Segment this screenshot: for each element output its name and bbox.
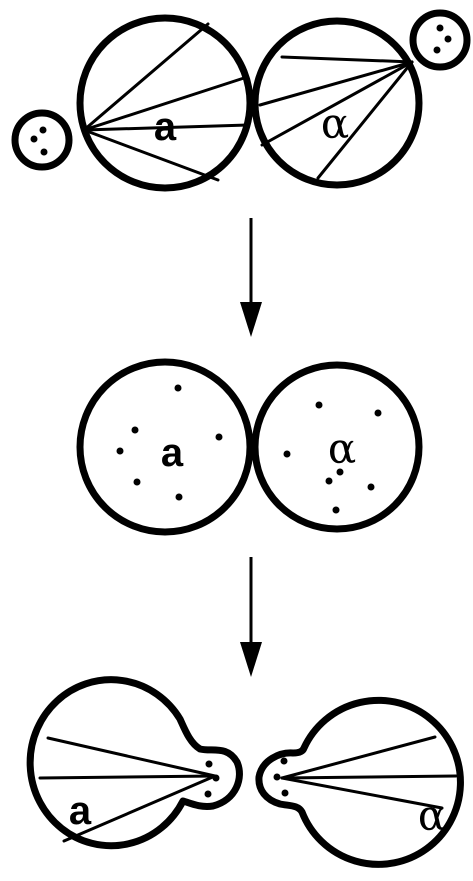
shmoo-dot: [273, 773, 281, 781]
cell-dot: [283, 450, 291, 458]
stage2-a-cell: a: [76, 358, 254, 536]
cell-dot: [116, 447, 124, 455]
cell-dot: [131, 426, 139, 434]
arrow-down-2: [240, 557, 262, 677]
stage1-label-a: a: [154, 105, 177, 149]
cell-dot: [175, 493, 183, 501]
shmoo-dot: [212, 774, 220, 782]
stage-2: a α: [76, 358, 423, 536]
shmoo-dot: [205, 760, 213, 768]
a-cell-fiber: [82, 128, 220, 182]
stage2-label-alpha: α: [328, 424, 356, 473]
cell-dot: [174, 384, 182, 392]
nucleus-outline: [11, 109, 73, 171]
alpha-cell-fiber: [316, 60, 414, 180]
stage1-label-alpha: α: [321, 99, 349, 148]
cell-dot: [325, 477, 333, 485]
a-cell-fiber: [82, 22, 210, 132]
cell-dot: [315, 401, 323, 409]
alpha-shmoo-outline: [255, 696, 464, 868]
stage3-label-alpha: α: [418, 791, 446, 840]
alpha-cell-fiber: [258, 60, 414, 107]
stage3-alpha-shmoo: α: [255, 696, 464, 868]
cell-dot: [133, 478, 141, 486]
nucleus-dot: [39, 126, 47, 134]
nucleus-dot: [444, 35, 452, 43]
stage1-alpha-nucleus: [409, 9, 471, 71]
stage2-alpha-cell: α: [251, 361, 423, 533]
alpha-cell-outline: [251, 361, 423, 533]
a-shmoo-fiber: [62, 774, 217, 843]
nucleus-outline: [409, 9, 471, 71]
a-cell-fiber: [82, 76, 246, 132]
alpha-shmoo-fiber: [280, 776, 444, 810]
cell-dot: [367, 483, 375, 491]
a-shmoo-fiber: [46, 736, 217, 778]
stage-3: a α: [26, 676, 464, 868]
cell-dot: [336, 468, 344, 476]
alpha-cell-fiber: [260, 60, 414, 147]
nucleus-dot: [40, 148, 48, 156]
stage3-a-shmoo: a: [26, 676, 243, 850]
stage3-label-a: a: [69, 789, 92, 833]
a-cell-outline: [76, 358, 254, 536]
cell-dot: [215, 433, 223, 441]
a-shmoo-fiber: [38, 774, 217, 780]
stage2-label-a: a: [161, 431, 184, 475]
alpha-shmoo-fiber: [280, 774, 458, 780]
stage1-a-nucleus: [11, 109, 73, 171]
alpha-cell-fiber: [280, 55, 414, 64]
arrow-down-1: [240, 218, 262, 337]
stage1-alpha-cell: α: [251, 17, 423, 189]
a-cell-fiber: [82, 123, 250, 132]
nucleus-dot: [436, 24, 444, 32]
cell-dot: [332, 506, 340, 514]
nucleus-dot: [433, 46, 441, 54]
a-shmoo-outline: [26, 676, 243, 850]
stage1-a-cell: a: [76, 14, 254, 192]
shmoo-dot: [204, 790, 212, 798]
shmoo-dot: [281, 789, 289, 797]
stage-1: a α: [11, 9, 471, 192]
shmoo-dot: [280, 757, 288, 765]
cell-dot: [374, 409, 382, 417]
arrow-head: [240, 302, 262, 337]
nucleus-dot: [30, 135, 38, 143]
alpha-shmoo-fiber: [280, 735, 437, 780]
arrow-head: [240, 642, 262, 677]
